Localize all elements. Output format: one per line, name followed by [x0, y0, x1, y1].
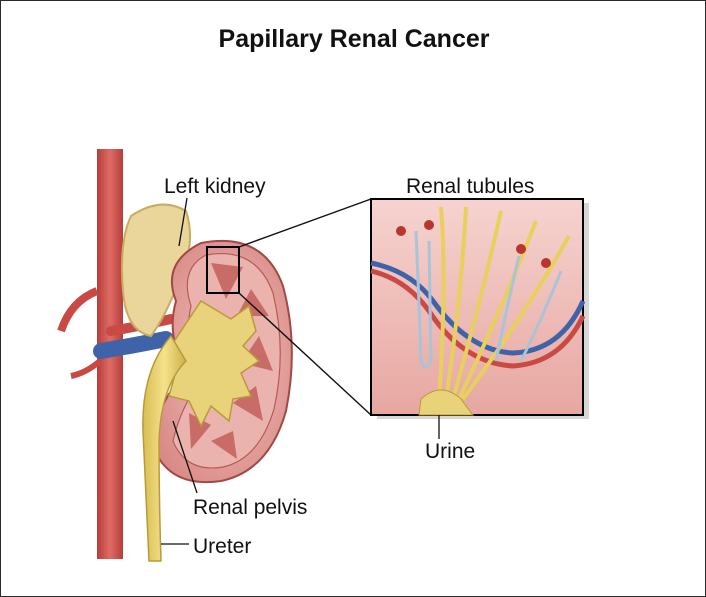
label-ureter: Ureter [193, 536, 251, 557]
label-urine: Urine [425, 441, 475, 462]
label-left-kidney: Left kidney [164, 176, 266, 197]
renal-tubules-inset [371, 199, 589, 419]
label-renal-pelvis: Renal pelvis [193, 497, 307, 518]
label-renal-tubules: Renal tubules [406, 176, 534, 197]
